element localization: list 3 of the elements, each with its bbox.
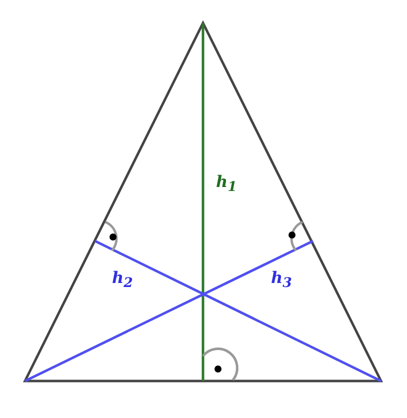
altitude-label: h$_{1}$ [216,174,237,195]
altitude-label: h$_{2}$ [112,270,133,291]
altitude-label: h$_{3}$ [271,270,292,291]
